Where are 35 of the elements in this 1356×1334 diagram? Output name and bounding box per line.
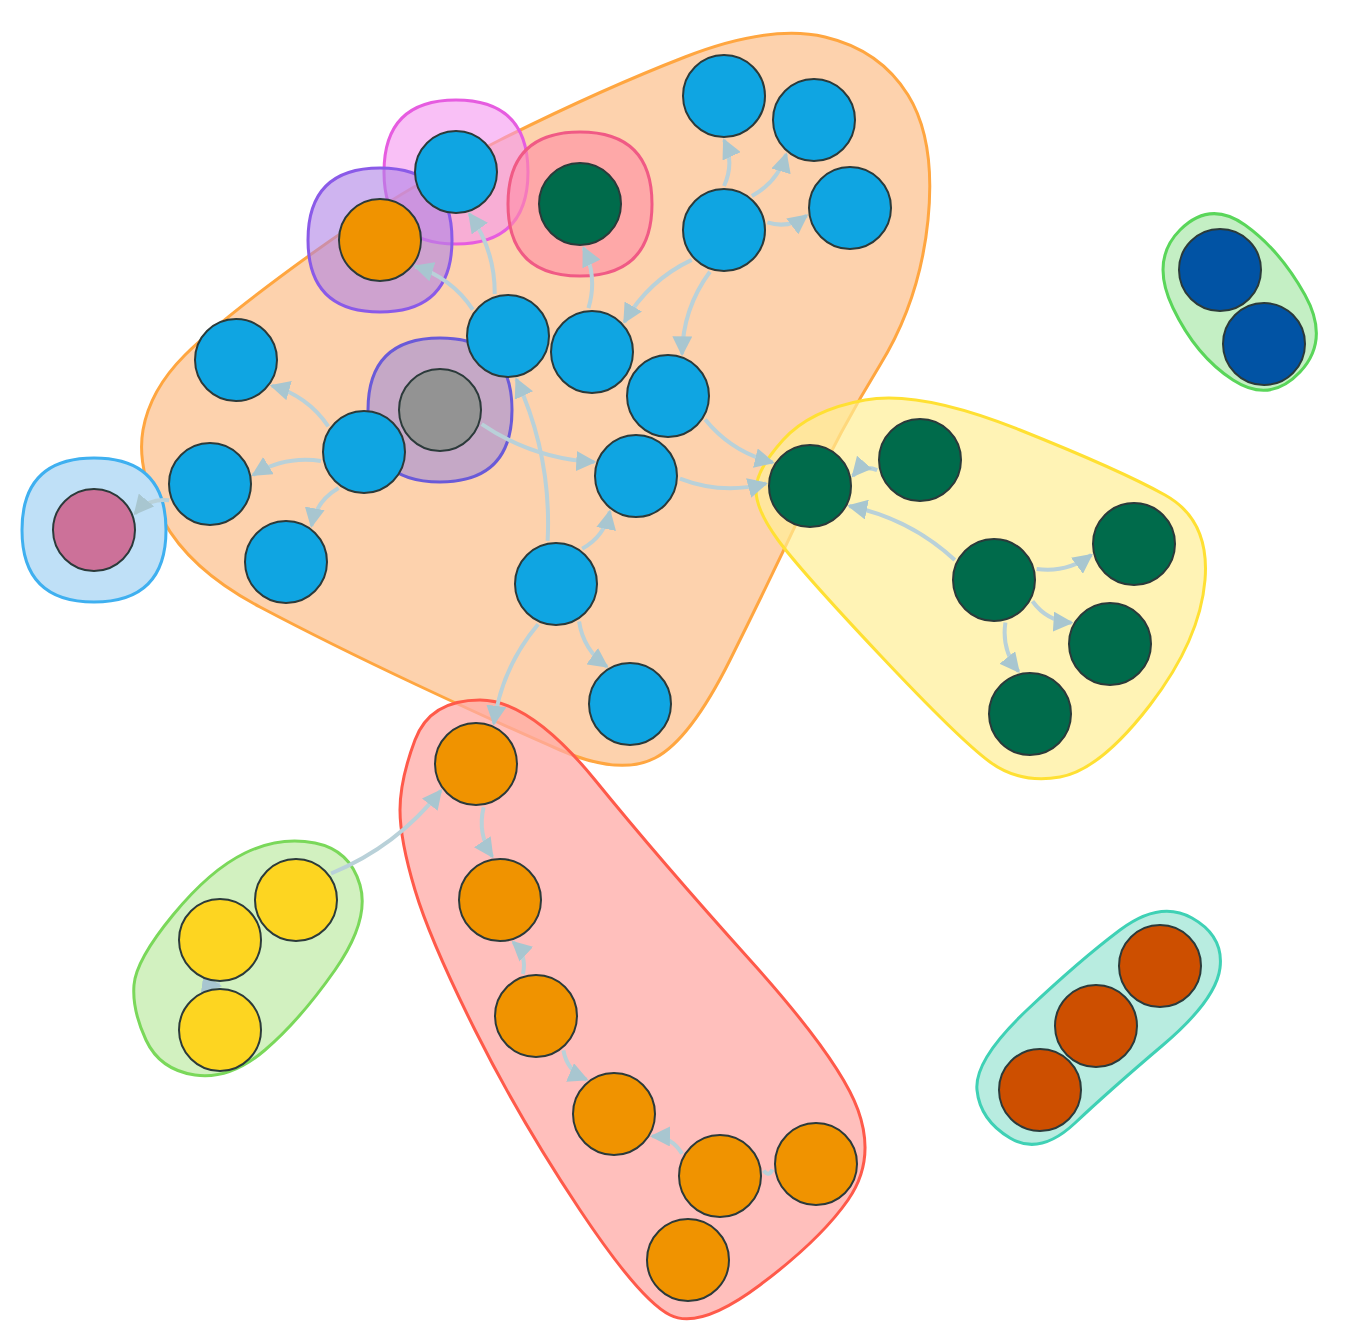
arrow — [1036, 553, 1094, 574]
arrow — [577, 621, 609, 669]
arrow — [480, 422, 597, 471]
arrow — [766, 213, 809, 235]
arrow — [650, 1127, 684, 1155]
arrow — [1030, 600, 1074, 632]
arrow — [750, 152, 790, 198]
arrow — [305, 486, 340, 529]
arrow — [474, 806, 495, 859]
arrow — [330, 789, 443, 876]
arrow — [514, 377, 551, 541]
arrow — [679, 476, 768, 498]
arrow — [851, 455, 878, 478]
arrow — [269, 381, 330, 428]
arrow — [133, 493, 170, 516]
arrow — [703, 418, 775, 468]
arrow — [581, 509, 616, 551]
arrow — [672, 270, 712, 357]
cluster-hull — [508, 132, 652, 276]
arrow — [721, 138, 741, 187]
arrow — [251, 457, 322, 477]
arrow — [486, 622, 540, 726]
cluster-hull — [22, 458, 166, 602]
arrow — [999, 622, 1021, 674]
arrow — [467, 212, 497, 295]
arrow — [581, 246, 601, 309]
arrow — [511, 940, 533, 975]
arrow — [413, 262, 475, 311]
arrow — [561, 1050, 589, 1082]
cluster-hull — [308, 168, 452, 312]
arrow — [622, 258, 693, 324]
connector-line — [762, 1168, 775, 1176]
cluster-hull — [132, 836, 370, 1080]
arrow — [847, 500, 957, 562]
arrow — [200, 973, 222, 994]
